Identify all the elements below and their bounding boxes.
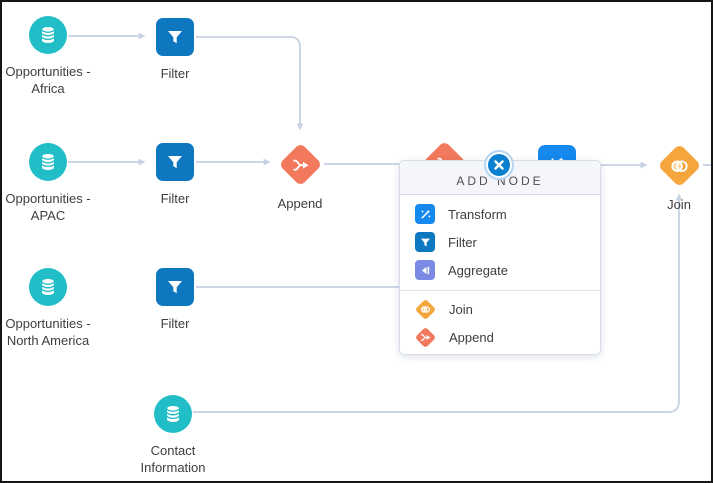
node-label: Contact Information: [140, 443, 206, 475]
menu-item-join[interactable]: Join: [400, 295, 600, 323]
menu-item-filter[interactable]: Filter: [400, 228, 600, 256]
join-icon: [414, 298, 437, 320]
node-label: Filter: [160, 191, 190, 206]
menu-item-append[interactable]: Append: [400, 323, 600, 351]
join-icon: [657, 143, 701, 187]
menu-item-label: Filter: [448, 234, 477, 250]
filter-icon: [156, 268, 194, 306]
menu-item-label: Append: [449, 329, 494, 345]
node-label: Opportunities - APAC: [5, 191, 91, 223]
menu-item-label: Aggregate: [448, 262, 508, 278]
append-icon: [278, 142, 322, 186]
database-icon: [29, 268, 67, 306]
menu-item-aggregate[interactable]: Aggregate: [400, 256, 600, 284]
menu-item-label: Join: [449, 301, 473, 317]
node-label: Opportunities - North America: [5, 316, 91, 348]
menu-item-label: Transform: [448, 206, 507, 222]
transform-icon: [415, 204, 435, 224]
filter-icon: [415, 232, 435, 252]
node-label: Join: [667, 197, 691, 212]
filter-icon: [156, 18, 194, 56]
node-label: Filter: [160, 66, 190, 81]
append-icon: [414, 326, 437, 348]
aggregate-icon: [415, 260, 435, 280]
database-icon: [154, 395, 192, 433]
database-icon: [29, 143, 67, 181]
add-node-menu: Transform Filter Aggregate: [400, 195, 600, 351]
database-icon: [29, 16, 67, 54]
filter-icon: [156, 143, 194, 181]
add-node-popup: ADD NODE Transform Filter Aggregate: [399, 154, 601, 355]
node-label: Append: [277, 196, 323, 211]
close-icon[interactable]: [488, 154, 510, 176]
menu-divider: [400, 290, 600, 291]
node-label: Filter: [160, 316, 190, 331]
menu-item-transform[interactable]: Transform: [400, 200, 600, 228]
node-label: Opportunities - Africa: [5, 64, 91, 96]
